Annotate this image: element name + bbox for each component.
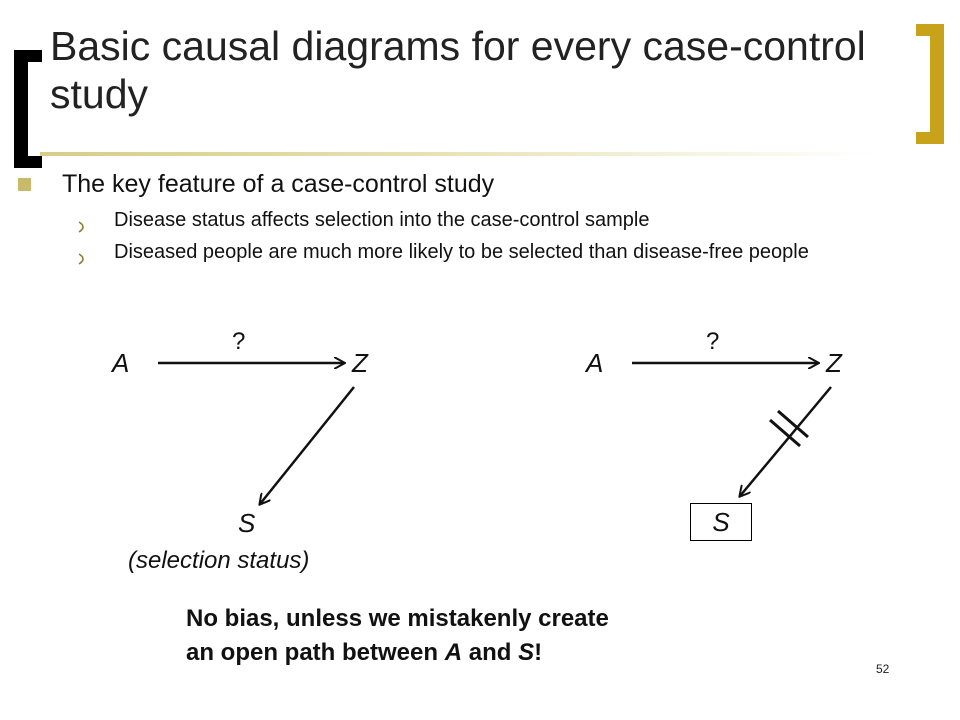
conclusion-var-a: A (444, 639, 463, 666)
title-underline (40, 152, 920, 156)
left-node-z: Z (352, 348, 368, 378)
right-bracket-bottom-decoration (916, 132, 944, 144)
left-node-s: S (238, 508, 256, 538)
right-node-a: A (586, 348, 604, 378)
selection-status-caption: (selection status) (128, 547, 310, 574)
left-edge-question: ? (232, 328, 246, 355)
page-number: 52 (876, 662, 890, 676)
block-mark-2 (777, 409, 809, 439)
sub-bullet-icon (78, 253, 84, 265)
conclusion-line-2-mid: and (462, 639, 519, 666)
slide-title: Basic causal diagrams for every case-con… (50, 23, 866, 117)
right-node-s-box: S (690, 503, 752, 541)
main-bullet-text: The key feature of a case-control study (62, 170, 495, 198)
conclusion-line-2: an open path between A and S! (186, 636, 826, 670)
conclusion-line-2-prefix: an open path between (186, 639, 445, 666)
right-node-s: S (712, 507, 730, 537)
right-bracket-top-decoration (916, 24, 944, 36)
bullet-square-icon (18, 178, 31, 191)
conclusion-var-s: S (518, 639, 535, 666)
right-edge-question: ? (706, 328, 720, 355)
conclusion-line-1: No bias, unless we mistakenly create (186, 605, 609, 632)
conclusion-line-2-suffix: ! (534, 639, 543, 666)
left-node-a: A (112, 348, 130, 378)
left-bracket-top-decoration (14, 50, 42, 62)
right-edge-z-s (740, 386, 832, 496)
right-node-z: Z (826, 348, 842, 378)
sub-bullet-icon (78, 221, 84, 233)
sub-bullet-1: Disease status affects selection into th… (114, 209, 650, 231)
block-mark-1 (769, 418, 801, 448)
conclusion-text: No bias, unless we mistakenly create an … (186, 602, 826, 670)
left-edge-z-s (260, 386, 355, 504)
right-bracket-decoration (930, 24, 944, 144)
left-bracket-decoration (14, 50, 28, 168)
sub-bullet-2: Diseased people are much more likely to … (114, 241, 809, 263)
left-bracket-bottom-decoration (14, 156, 42, 168)
